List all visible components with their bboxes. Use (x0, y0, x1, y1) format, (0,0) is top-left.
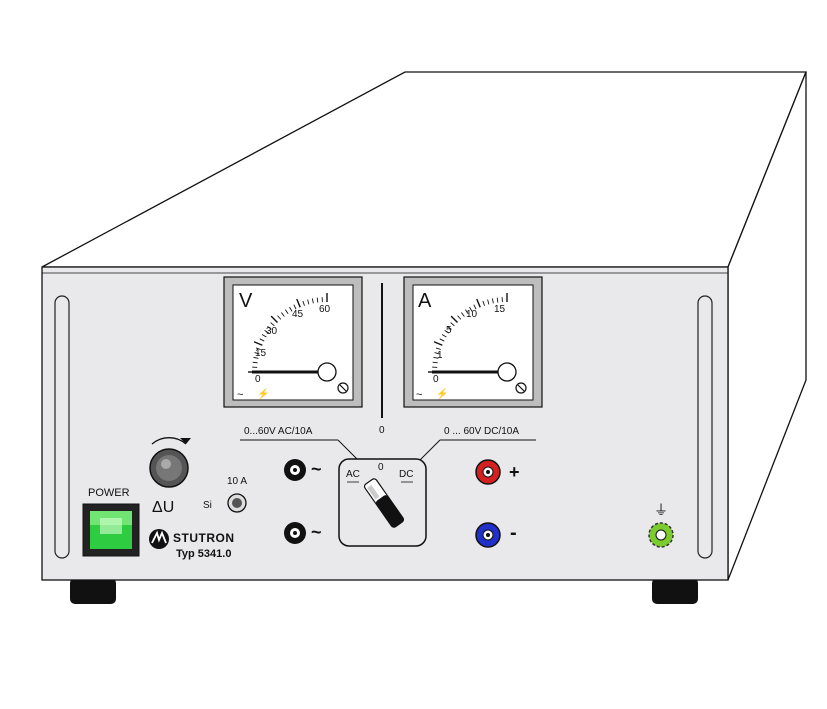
voltmeter-label-60: 60 (319, 304, 331, 315)
ammeter: A 0 1 5 10 15 ~ ⚡ (403, 276, 543, 408)
scale-tick (284, 309, 289, 315)
selector-inner-label: 0 (378, 462, 384, 473)
housing-top (41, 71, 807, 268)
scale-tick (434, 352, 440, 355)
handle-left[interactable] (54, 295, 70, 559)
scale-tick (496, 297, 499, 303)
scale-tick (254, 352, 260, 355)
scale-tick (487, 299, 490, 305)
delta-u-label: ΔU (152, 499, 174, 516)
voltmeter-label-0: 0 (255, 374, 261, 385)
ammeter-ac-symbol: ~ (416, 389, 422, 401)
selector-top-label: 0 (379, 425, 385, 436)
scale-tick (296, 298, 301, 308)
scale-tick (432, 361, 438, 364)
foot-left (70, 578, 116, 604)
scale-tick (270, 315, 278, 323)
scale-tick (264, 329, 270, 334)
scale-tick (491, 298, 494, 304)
voltmeter-unit: V (239, 290, 253, 312)
ammeter-label-0: 0 (433, 374, 439, 385)
scale-tick (433, 341, 443, 346)
voltmeter: V 0 15 30 45 60 ~ ⚡ (223, 276, 363, 408)
scale-tick (469, 306, 473, 312)
ac-terminal-top[interactable] (284, 459, 306, 481)
scale-tick (476, 298, 481, 308)
scale-tick (450, 322, 455, 327)
voltmeter-pivot (317, 362, 337, 382)
scale-tick (447, 325, 452, 330)
ground-symbol: ⏚ (654, 502, 668, 518)
ammeter-pivot (497, 362, 517, 382)
scale-tick (293, 304, 297, 310)
ammeter-label-10: 10 (466, 309, 478, 320)
fuse-holder[interactable] (227, 493, 247, 513)
ac-symbol-bottom: ~ (311, 522, 322, 542)
ammeter-label-5: 5 (446, 325, 452, 336)
minus-terminal[interactable] (475, 522, 501, 548)
scale-tick (267, 325, 272, 330)
selector-dc-label: DC (399, 469, 413, 480)
plus-terminal[interactable] (475, 459, 501, 485)
handle-right[interactable] (697, 295, 713, 559)
ac-range-label: 0...60V AC/10A (244, 426, 313, 437)
scale-tick (307, 299, 310, 305)
ammeter-label-15: 15 (494, 304, 506, 315)
voltmeter-symbol: ⚡ (257, 387, 269, 400)
ammeter-symbol: ⚡ (436, 387, 448, 400)
voltage-adjust-knob[interactable] (149, 437, 191, 488)
plus-label: + (509, 462, 520, 482)
scale-tick (433, 356, 439, 359)
scale-tick (464, 309, 469, 315)
brand-name: STUTRON (173, 531, 235, 545)
voltmeter-label-45: 45 (292, 309, 304, 320)
ammeter-unit: A (418, 290, 432, 312)
scale-tick (473, 304, 477, 310)
power-switch[interactable] (82, 503, 140, 557)
ac-terminal-bottom[interactable] (284, 522, 306, 544)
ammeter-label-1: 1 (437, 350, 443, 361)
ground-terminal[interactable] (648, 522, 674, 548)
scale-tick (253, 356, 259, 359)
power-label: POWER (88, 487, 130, 499)
selector-ac-label: AC (346, 469, 360, 480)
scale-tick (435, 347, 441, 350)
model-label: Typ 5341.0 (176, 548, 231, 560)
scale-tick (439, 338, 445, 342)
scale-tick (311, 298, 314, 304)
ac-symbol-top: ~ (311, 459, 322, 479)
scale-tick (270, 322, 275, 327)
scale-tick (444, 329, 450, 334)
scale-tick (302, 300, 305, 306)
scale-tick (460, 312, 465, 317)
fuse-label: Si (203, 500, 212, 511)
scale-tick (259, 338, 265, 342)
scale-tick (277, 315, 282, 320)
scale-tick (457, 315, 462, 320)
scale-tick (261, 334, 267, 338)
dc-range-label: 0 ... 60V DC/10A (444, 426, 519, 437)
fuse-rating: 10 A (227, 476, 247, 487)
minus-label: - (510, 522, 517, 544)
voltmeter-label-30: 30 (266, 326, 278, 337)
scale-tick (280, 312, 285, 317)
scale-tick (450, 315, 458, 323)
scale-tick (316, 297, 319, 303)
foot-right (652, 578, 698, 604)
scale-tick (289, 306, 293, 312)
brand-logo (149, 529, 169, 549)
scale-tick (482, 300, 485, 306)
voltmeter-ac-symbol: ~ (237, 389, 243, 401)
selector-knob[interactable] (363, 478, 405, 529)
scale-tick (255, 347, 261, 350)
mode-selector[interactable]: 0 AC DC (338, 458, 427, 547)
voltmeter-label-15: 15 (255, 348, 267, 359)
scale-tick (252, 361, 258, 364)
scale-tick (441, 334, 447, 338)
scale-tick (253, 341, 263, 346)
